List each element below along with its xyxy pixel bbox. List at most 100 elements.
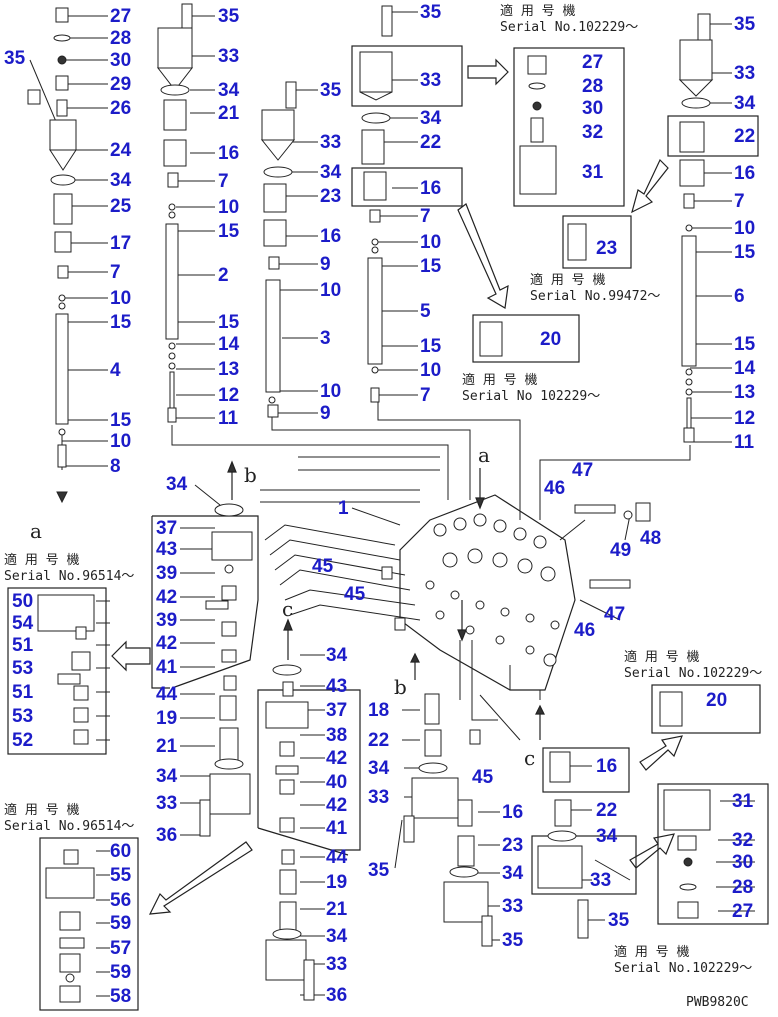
part-label: 3 [320, 328, 331, 349]
serial-caption: Serial No.102229～ [500, 20, 638, 35]
part-label: 15 [110, 410, 132, 431]
part-label: 7 [420, 385, 431, 406]
part-label: 28 [732, 877, 753, 898]
part-label: 22 [420, 132, 441, 153]
part-label: 34 [326, 926, 348, 947]
part-label: 57 [110, 938, 131, 959]
part-label: 40 [326, 772, 347, 793]
part-label: 13 [734, 382, 755, 403]
part-label: 15 [218, 221, 240, 242]
part-label: 12 [734, 408, 755, 429]
part-label: 35 [502, 930, 524, 951]
part-label: 35 [608, 910, 630, 931]
part-label: 50 [12, 591, 33, 612]
part-label: 10 [734, 218, 755, 239]
arrows [111, 58, 683, 915]
view-letter-b-top: b [244, 463, 257, 487]
part-label: 19 [326, 872, 347, 893]
part-label: 22 [368, 730, 389, 751]
caption-label: 適 用 号 機 [530, 272, 605, 288]
part-label: 42 [156, 587, 177, 608]
part-label: 21 [156, 736, 178, 757]
part-label: 33 [502, 896, 523, 917]
part-label: 35 [420, 2, 442, 23]
part-label: 32 [732, 830, 753, 851]
parts-drawings [27, 3, 714, 1003]
part-label: 7 [420, 206, 431, 227]
serial-caption: Serial No.102229～ [614, 961, 752, 976]
part-label: 31 [732, 791, 754, 812]
part-label: 34 [320, 162, 342, 183]
part-label: 46 [574, 620, 595, 641]
part-label: 14 [734, 358, 756, 379]
part-label: 1 [338, 498, 349, 519]
part-label: 25 [110, 196, 132, 217]
part-label: 34 [326, 645, 348, 666]
part-label: 10 [420, 232, 441, 253]
part-label: 42 [156, 633, 177, 654]
part-label: 7 [218, 171, 229, 192]
part-label: 35 [734, 14, 756, 35]
part-label: 45 [312, 556, 334, 577]
part-label: 21 [218, 103, 240, 124]
part-label: 16 [218, 143, 239, 164]
part-label: 10 [218, 197, 239, 218]
part-label: 6 [734, 286, 745, 307]
part-label: 32 [582, 122, 603, 143]
part-label: 33 [156, 793, 177, 814]
part-label: 15 [420, 336, 442, 357]
view-letter-c-left: c [282, 597, 293, 621]
part-label: 28 [582, 76, 603, 97]
serial-caption: Serial No.96514～ [4, 819, 134, 834]
part-label: 37 [326, 700, 347, 721]
part-label: 34 [156, 766, 178, 787]
part-label: 7 [110, 262, 121, 283]
part-label: 23 [320, 186, 341, 207]
part-label: 15 [218, 312, 240, 333]
part-label: 12 [218, 385, 239, 406]
part-label: 47 [604, 604, 625, 625]
part-label: 23 [596, 238, 617, 259]
part-label: 33 [734, 63, 755, 84]
part-label: 44 [156, 684, 178, 705]
part-label: 17 [110, 233, 131, 254]
part-label: 55 [110, 865, 132, 886]
part-label: 27 [110, 6, 131, 27]
view-letter-b-bottom: b [394, 675, 407, 699]
part-label: 27 [732, 901, 753, 922]
part-label: 4 [110, 360, 121, 381]
part-label: 11 [734, 432, 755, 453]
view-letter-a-left: a [30, 519, 42, 543]
part-label: 13 [218, 359, 239, 380]
part-label: 35 [218, 6, 240, 27]
part-label: 35 [320, 80, 342, 101]
part-label: 9 [320, 403, 331, 424]
part-label: 18 [368, 700, 389, 721]
part-label: 30 [110, 50, 131, 71]
caption-label: 適 用 号 機 [500, 3, 575, 19]
part-number-labels: 27 28 30 29 26 35 24 34 25 17 7 10 15 4 … [4, 2, 756, 1007]
part-label: 15 [734, 242, 756, 263]
drawing-code: PWB9820C [686, 995, 749, 1010]
part-label: 60 [110, 841, 131, 862]
part-label: 10 [110, 288, 131, 309]
part-label: 10 [320, 381, 341, 402]
part-label: 30 [582, 98, 603, 119]
part-label: 53 [12, 706, 33, 727]
part-label: 34 [734, 93, 756, 114]
caption-label: 適 用 号 機 [624, 649, 699, 665]
part-label: 34 [368, 758, 390, 779]
serial-caption: Serial No.102229～ [624, 666, 762, 681]
part-label: 16 [596, 756, 617, 777]
part-label: 33 [368, 787, 389, 808]
part-label: 37 [156, 518, 177, 539]
part-label: 19 [156, 708, 177, 729]
part-label: 42 [326, 795, 347, 816]
view-letter-c-right: c [524, 746, 535, 770]
part-label: 35 [4, 48, 26, 69]
part-label: 16 [502, 802, 523, 823]
part-label: 33 [320, 132, 341, 153]
part-label: 58 [110, 986, 131, 1007]
part-label: 41 [156, 657, 178, 678]
part-label: 28 [110, 28, 131, 49]
